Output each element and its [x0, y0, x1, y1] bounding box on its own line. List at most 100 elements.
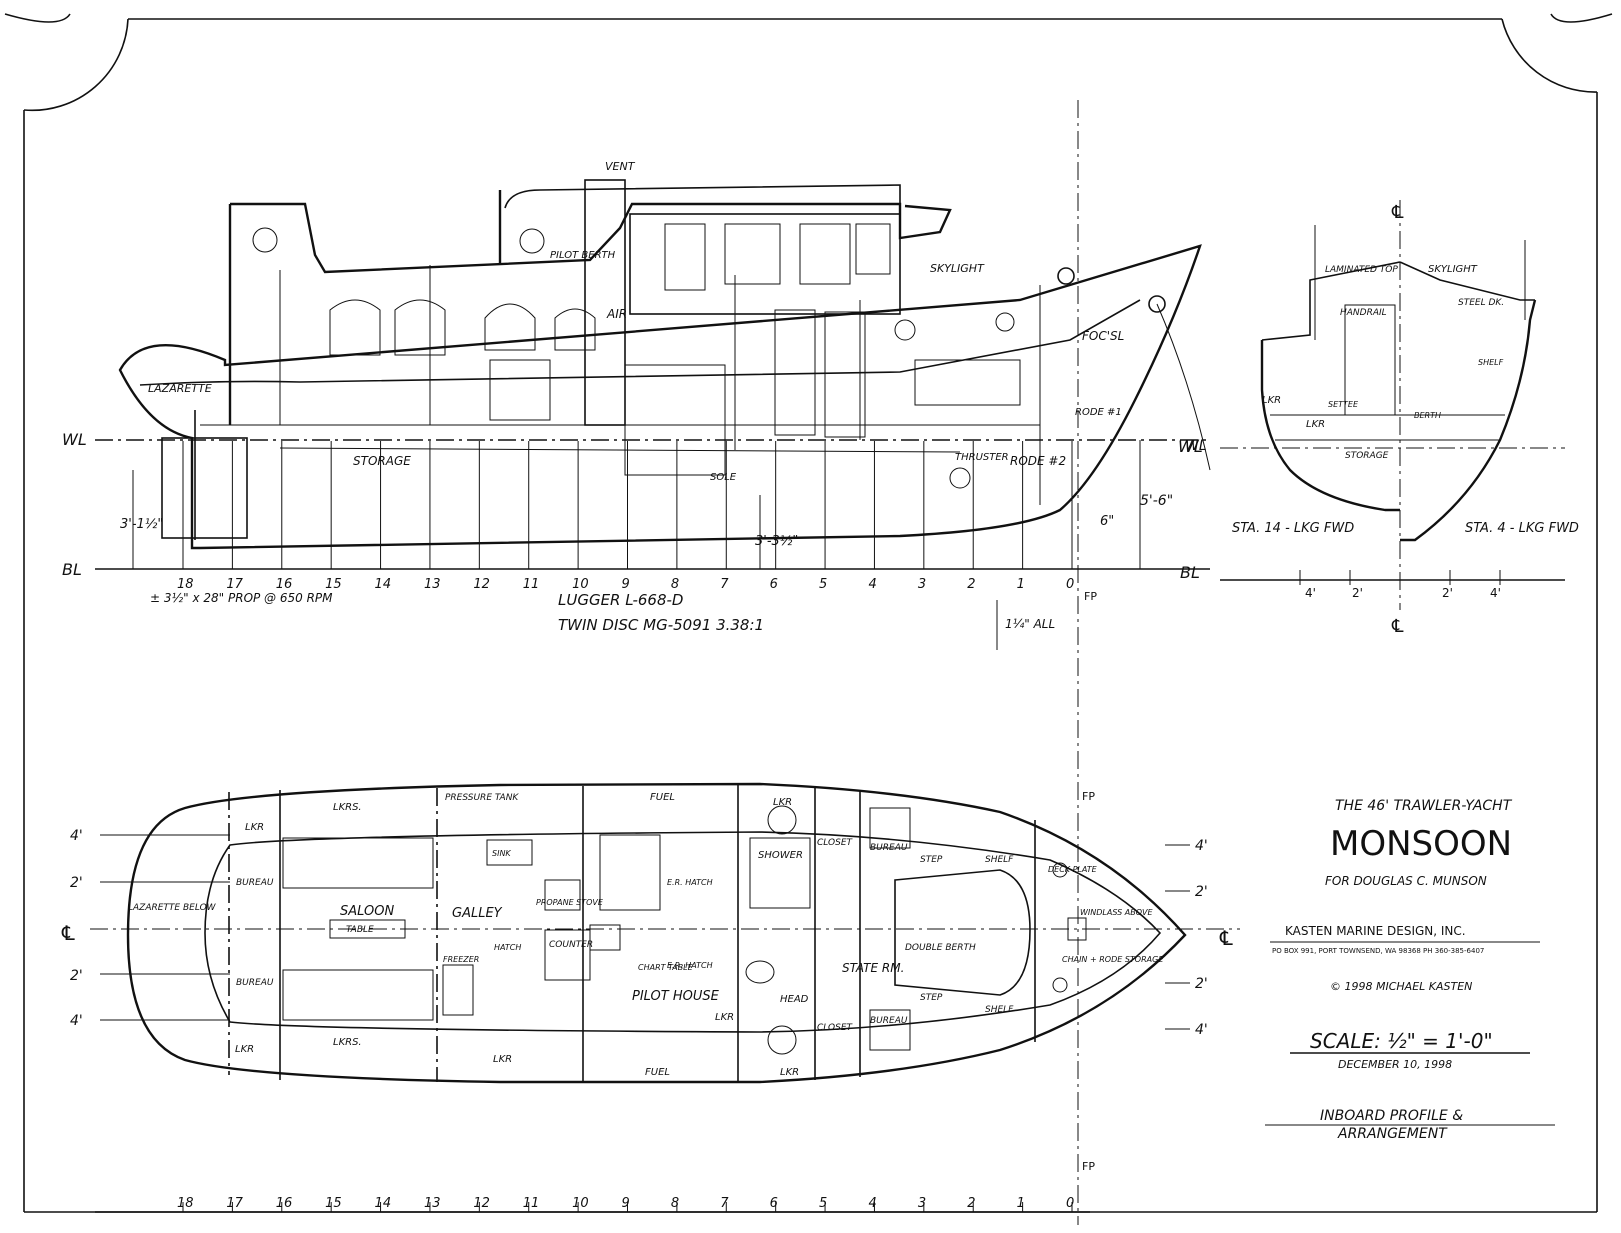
plan-offset-ticks [100, 834, 1190, 1030]
settee-port [282, 837, 434, 889]
plan-station-label: 2 [967, 1196, 975, 1211]
plan-station-label: 3 [918, 1196, 926, 1211]
plan-station-label: 8 [671, 1196, 679, 1211]
tb-name: MONSOON [1330, 824, 1512, 864]
label-pilot-berth: PILOT BERTH [550, 250, 616, 261]
pilothouse-window-3 [799, 223, 851, 285]
tb-firm: KASTEN MARINE DESIGN, INC. [1285, 924, 1466, 938]
plan-step-1: STEP [920, 855, 943, 865]
profile-station-label: 12 [473, 577, 490, 592]
rudder [161, 437, 248, 539]
label-thruster: THRUSTER [955, 452, 1009, 463]
profile-station-label: 16 [276, 577, 293, 592]
plan-pilot-house: PILOT HOUSE [632, 989, 720, 1004]
plan-table: TABLE [346, 925, 374, 935]
vent-stack [584, 179, 626, 426]
label-section-berth: BERTH [1414, 411, 1441, 420]
label-sta14: STA. 14 - LKG FWD [1232, 521, 1354, 536]
plan-er-hatch-2: E.R. HATCH [667, 961, 713, 970]
profile-station-label: 5 [819, 577, 827, 592]
plan-station-label: 11 [523, 1196, 540, 1211]
profile-station-label: 4 [868, 577, 876, 592]
plan-offset-r3: 4' [1195, 1022, 1208, 1038]
note-prop: ± 3½" x 28" PROP @ 650 RPM [150, 591, 333, 605]
plan-lkr-4: LKR [773, 797, 792, 808]
section-tick-2: 2' [1442, 586, 1453, 600]
plan-lkr-2: LKR [235, 1044, 254, 1055]
plan-cl-left: ℄ [61, 921, 75, 945]
plan-pressure-tank: PRESSURE TANK [445, 793, 519, 803]
plan-shelf-2: SHELF [985, 1005, 1014, 1015]
tb-copyright: © 1998 MICHAEL KASTEN [1330, 980, 1472, 993]
plan-offset-3: 4' [70, 1013, 83, 1029]
plan-head: HEAD [780, 994, 809, 1005]
plan-closet-1: CLOSET [817, 838, 854, 848]
plan-offset-0: 4' [70, 828, 83, 844]
helm-seat [599, 834, 661, 911]
bow-roller [1057, 267, 1075, 285]
hull-plan [126, 782, 1187, 1084]
label-wl-right: WL [1178, 437, 1203, 456]
label-sole: SOLE [710, 472, 737, 483]
plan-galley: GALLEY [452, 906, 503, 921]
plan-stateroom: STATE RM. [842, 961, 904, 975]
profile-station-label: 11 [523, 577, 540, 592]
pilothouse-window-4 [855, 223, 891, 275]
plan-chart-table: CHART TABLE [638, 963, 694, 972]
sink-stbd [767, 1025, 797, 1055]
plan-station-label: 18 [177, 1196, 194, 1211]
label-bl-left: BL [62, 560, 82, 579]
section-cl-top: ℄ [1391, 202, 1404, 223]
note-engine: LUGGER L-668-D [558, 591, 683, 609]
cabin-trunk [230, 202, 952, 274]
tb-client: FOR DOUGLAS C. MUNSON [1325, 874, 1487, 888]
portlight-pilot-berth [519, 228, 545, 254]
engine [624, 364, 726, 476]
plan-saloon: SALOON [340, 904, 394, 919]
profile-station-label: 1 [1017, 577, 1025, 592]
label-steel-dk: STEEL DK. [1458, 298, 1504, 308]
plan-station-label: 4 [868, 1196, 876, 1211]
profile-station-label: 14 [375, 577, 392, 592]
profile-station-label: 13 [424, 577, 441, 592]
deck-plate-2 [1052, 977, 1068, 993]
head-toilet [745, 960, 775, 984]
label-fp-plan-top: FP [1082, 790, 1095, 803]
saloon-table [329, 919, 406, 939]
plan-station-label: 14 [375, 1196, 392, 1211]
section-interior [1344, 304, 1396, 416]
plan-freezer: FREEZER [443, 955, 479, 964]
plan-chain-storage: CHAIN + RODE STORAGE [1062, 955, 1164, 964]
portlight-1 [894, 319, 916, 341]
profile-station-label: 8 [671, 577, 679, 592]
tb-drawing-title-2: ARRANGEMENT [1337, 1126, 1448, 1142]
deck-plate-1 [1052, 862, 1068, 878]
profile-station-label: 18 [177, 577, 194, 592]
plan-bureau-2: BUREAU [236, 978, 274, 988]
plan-station-label: 1 [1017, 1196, 1025, 1211]
label-section-lkr-1: LKR [1262, 395, 1281, 406]
profile-station-label: 10 [572, 577, 589, 592]
section-sta14 [1260, 340, 1400, 512]
section-scale-ticks [1299, 570, 1501, 585]
plan-station-label: 5 [819, 1196, 827, 1211]
label-section-wl: WL [1185, 438, 1207, 454]
plan-closet-2: CLOSET [817, 1023, 854, 1033]
plan-sink: SINK [492, 849, 511, 858]
counter [544, 929, 591, 981]
profile-station-label: 17 [226, 577, 243, 592]
label-wl-left: WL [62, 430, 87, 449]
plan-windlass: WINDLASS ABOVE [1080, 908, 1153, 917]
plan-propane-stove: PROPANE STOVE [536, 898, 604, 907]
label-fp-profile: FP [1084, 590, 1097, 603]
pilot-house-profile [629, 213, 901, 315]
label-fp-plan-bottom: FP [1082, 1160, 1095, 1173]
section-tick-1: 2' [1352, 586, 1363, 600]
dim-draft: 5'-6" [1140, 493, 1173, 509]
plan-offset-2: 2' [70, 968, 83, 984]
plan-station-label: 6 [770, 1196, 778, 1211]
plan-station-label: 0 [1066, 1196, 1074, 1211]
midship-sections: ℄ ℄ LAMINATED TOP SKYLIGHT HANDRAIL STEE… [1185, 200, 1579, 637]
